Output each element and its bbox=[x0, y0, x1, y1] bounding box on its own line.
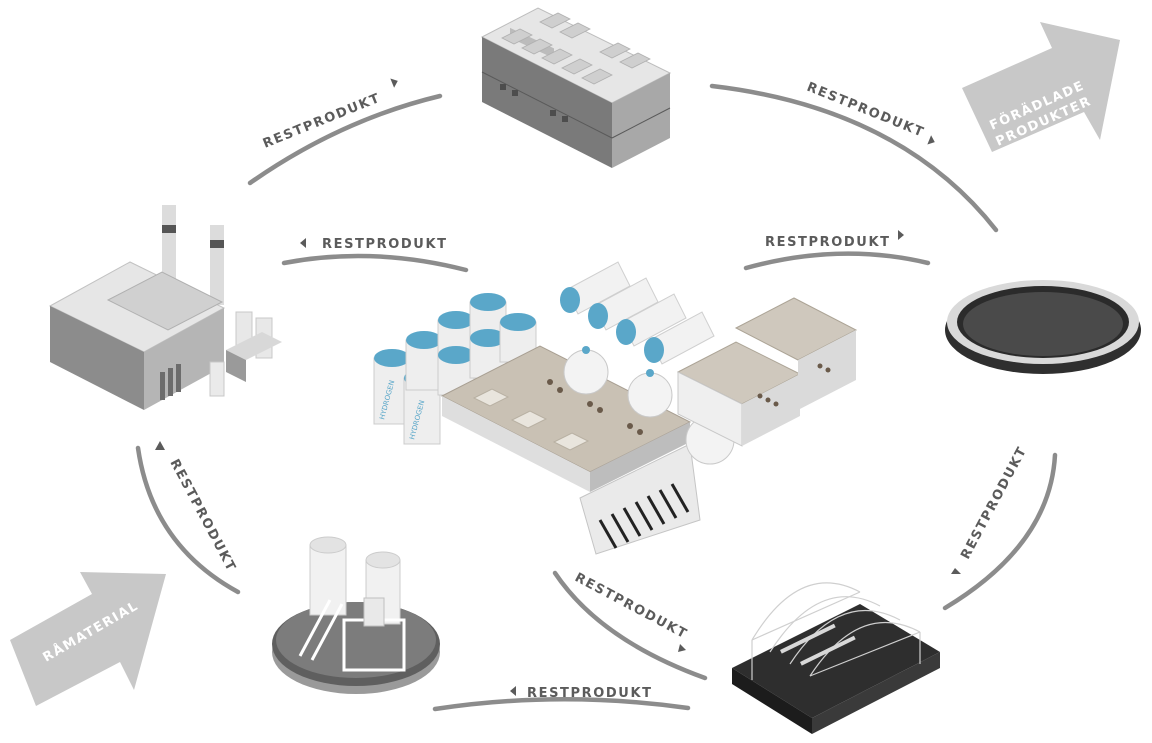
flow-line-center-bottom bbox=[552, 570, 708, 681]
arrow-head-icon bbox=[300, 238, 306, 248]
flow-line-inner-left bbox=[281, 253, 469, 273]
arrow-head-icon bbox=[678, 644, 686, 652]
hydrogen-plant-icon: HYDROGEN HYDROGEN bbox=[373, 261, 858, 555]
arrow-head-icon bbox=[510, 686, 516, 696]
arrow-head-icon bbox=[927, 135, 935, 145]
flow-lines bbox=[135, 83, 1058, 712]
electrolyzer-cylinders bbox=[560, 261, 715, 365]
flow-line-left bbox=[135, 445, 241, 595]
label-restprodukt-left: RESTPRODUKT bbox=[166, 457, 238, 575]
arrow-head-icon bbox=[155, 441, 165, 450]
label-restprodukt-bottom: RESTPRODUKT bbox=[527, 686, 653, 701]
label-restprodukt-inner-right: RESTPRODUKT bbox=[765, 235, 891, 250]
output-arrow-icon: FÖRÄDLADE PRODUKTER bbox=[962, 22, 1120, 152]
flow-line-top-left bbox=[247, 93, 443, 186]
greenhouse-icon bbox=[732, 582, 940, 734]
flow-line-top-right bbox=[709, 83, 999, 233]
factory-icon bbox=[48, 205, 282, 410]
arrow-head-icon bbox=[898, 230, 904, 240]
biogas-tank-icon bbox=[272, 536, 440, 694]
arrow-head-icon bbox=[951, 568, 961, 574]
label-restprodukt-inner-left: RESTPRODUKT bbox=[322, 237, 448, 252]
input-arrow-icon: RÅMATERIAL bbox=[10, 572, 166, 706]
arrow-head-icon bbox=[390, 78, 398, 88]
hydrogen-tanks: HYDROGEN HYDROGEN bbox=[373, 293, 537, 445]
flow-line-right bbox=[942, 452, 1058, 611]
pond-pool-icon bbox=[945, 280, 1141, 374]
data-center-building-icon bbox=[480, 7, 672, 168]
flow-line-inner-right bbox=[743, 251, 931, 271]
flow-line-bottom bbox=[432, 697, 691, 712]
label-restprodukt-center-bottom: RESTPRODUKT bbox=[572, 570, 690, 642]
